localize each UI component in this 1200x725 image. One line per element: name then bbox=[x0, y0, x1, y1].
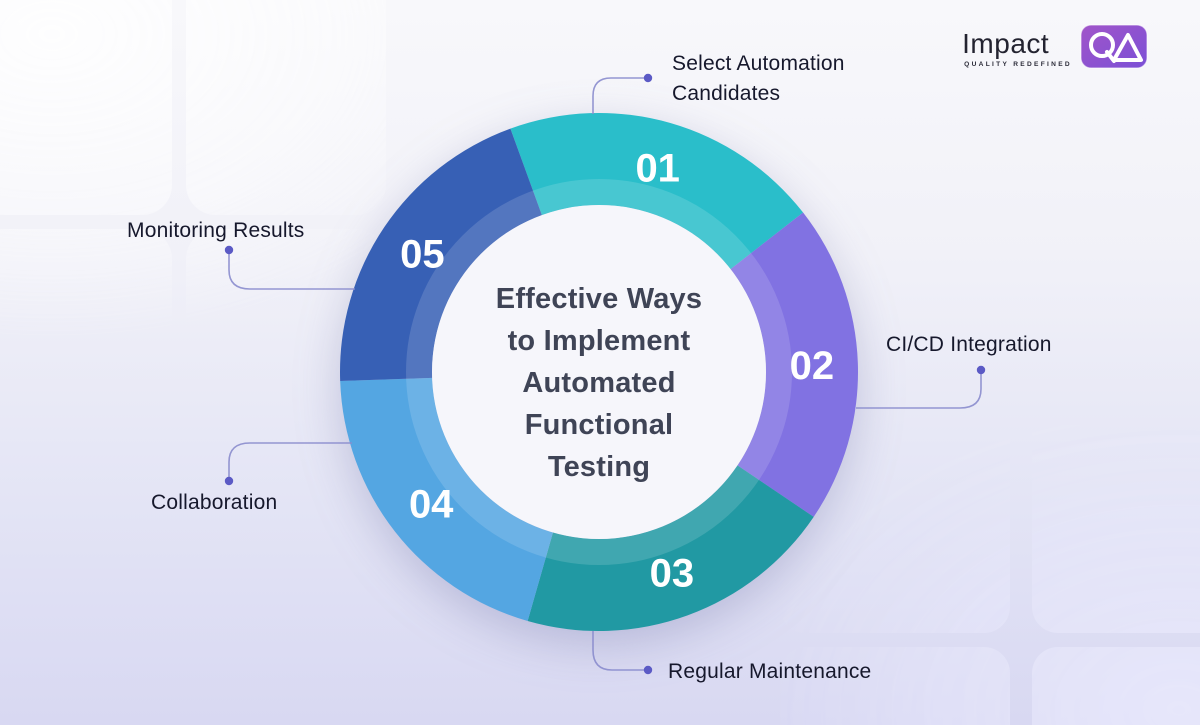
donut-segment-05 bbox=[340, 128, 542, 382]
donut-segment-02 bbox=[730, 212, 858, 517]
segment-number-02: 02 bbox=[790, 344, 835, 388]
segment-number-03: 03 bbox=[650, 552, 695, 596]
label-collaboration: Collaboration bbox=[151, 491, 278, 514]
connector-dot-monitoring-results bbox=[224, 245, 234, 255]
logo-tagline-text: QUALITY REDEFINED bbox=[964, 61, 1072, 68]
connector-dot-collaboration bbox=[224, 476, 234, 486]
connector-select-automation bbox=[592, 77, 644, 114]
connector-lines-group bbox=[224, 73, 986, 675]
connector-monitoring-results bbox=[228, 254, 355, 290]
logo-brand-text: Impact bbox=[962, 28, 1050, 59]
connector-dot-cicd bbox=[976, 365, 986, 375]
donut-inner-highlight bbox=[406, 179, 792, 565]
label-cicd-integration: CI/CD Integration bbox=[886, 333, 1052, 356]
logo-qa-badge-icon bbox=[1080, 24, 1148, 69]
chart-center-title: Effective Ways to Implement Automated Fu… bbox=[495, 283, 703, 483]
connector-dot-select-automation bbox=[643, 73, 653, 83]
label-monitoring-results: Monitoring Results bbox=[127, 219, 305, 242]
donut-hole bbox=[432, 205, 766, 539]
donut-segment-01 bbox=[510, 113, 804, 270]
logo-text-column: Impact QUALITY REDEFINED bbox=[962, 28, 1072, 69]
connector-dot-regular-maintenance bbox=[643, 665, 653, 675]
connector-collaboration bbox=[228, 442, 352, 477]
label-regular-maintenance: Regular Maintenance bbox=[668, 660, 872, 683]
label-select-automation-candidates: Select Automation Candidates bbox=[672, 52, 845, 105]
segment-number-01: 01 bbox=[635, 147, 680, 191]
connector-cicd bbox=[856, 374, 982, 409]
donut-segment-03 bbox=[527, 465, 814, 632]
donut-segment-04 bbox=[340, 377, 553, 621]
impactqa-logo: Impact QUALITY REDEFINED bbox=[962, 24, 1148, 69]
segment-number-05: 05 bbox=[400, 232, 445, 276]
donut-segments-group: 01 02 03 04 05 bbox=[340, 113, 858, 632]
segment-number-04: 04 bbox=[409, 483, 454, 527]
connector-regular-maintenance bbox=[592, 631, 644, 671]
